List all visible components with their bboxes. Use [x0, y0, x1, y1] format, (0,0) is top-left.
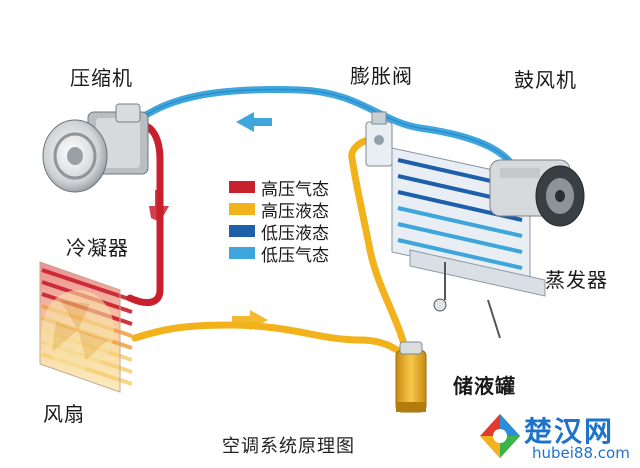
legend-label: 低压液态	[261, 223, 329, 244]
blower	[489, 159, 585, 227]
receiver-label: 储液罐	[453, 374, 516, 398]
watermark-url: hubei88.com	[532, 444, 630, 462]
high-pressure-liquid-riser	[348, 136, 412, 364]
expansion-valve-label: 膨胀阀	[350, 64, 413, 88]
evaporator-label: 蒸发器	[545, 268, 608, 292]
compressor	[42, 103, 149, 193]
blower-label: 鼓风机	[514, 68, 577, 92]
legend-swatch	[229, 247, 255, 259]
high-pressure-liquid-line	[131, 321, 412, 364]
legend-label: 高压气态	[261, 179, 329, 200]
condenser-label: 冷凝器	[66, 236, 129, 260]
flow-arrow-top-icon	[236, 112, 272, 132]
legend-item: 高压气态	[229, 176, 379, 200]
legend-swatch	[229, 225, 255, 237]
legend-item: 低压气态	[229, 242, 379, 266]
fan-icon	[42, 290, 114, 370]
compressor-label: 压缩机	[70, 66, 133, 90]
expansion-valve	[365, 111, 393, 167]
flow-arrow-bottom-icon	[232, 310, 268, 330]
flow-arrow-down-icon	[149, 190, 169, 222]
watermark-logo-icon	[480, 414, 520, 458]
fan-label: 风扇	[43, 402, 85, 426]
legend-swatch	[229, 181, 255, 193]
watermark: 楚汉网 hubei88.com	[466, 404, 640, 464]
legend-item: 高压液态	[229, 198, 379, 222]
sensor-icon	[433, 262, 501, 339]
watermark-name: 楚汉网	[524, 415, 615, 448]
legend-label: 低压气态	[261, 245, 329, 266]
receiver-tank	[395, 341, 427, 413]
legend-label: 高压液态	[261, 201, 329, 222]
diagram-caption: 空调系统原理图	[222, 436, 355, 457]
legend-swatch	[229, 203, 255, 215]
legend: 高压气态 高压液态 低压液态 低压气态	[229, 176, 379, 266]
legend-item: 低压液态	[229, 220, 379, 244]
